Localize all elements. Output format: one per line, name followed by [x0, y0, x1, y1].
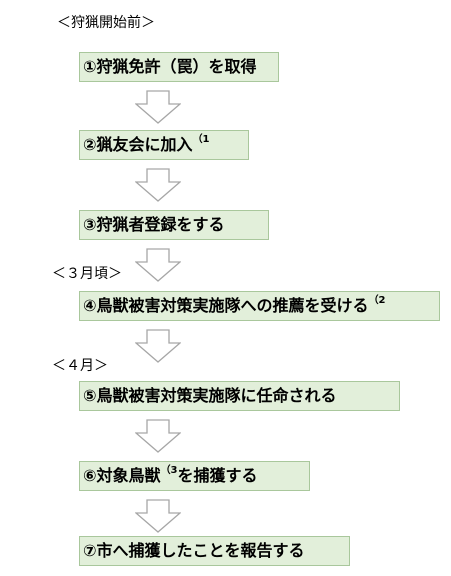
- step-6-text-after: を捕獲する: [177, 466, 258, 485]
- step-3-box: ③狩猟者登録をする: [79, 210, 269, 240]
- down-arrow-4: [135, 329, 181, 363]
- down-arrow-2: [135, 168, 181, 202]
- step-5-box: ⑤鳥獣被害対策実施隊に任命される: [79, 381, 400, 411]
- step-1-box: ①狩猟免許（罠）を取得: [79, 52, 279, 82]
- step-4-footnote: （2: [368, 294, 386, 306]
- step-5-text: ⑤鳥獣被害対策実施隊に任命される: [83, 386, 337, 405]
- down-arrow-3: [135, 248, 181, 282]
- step-2-footnote: （1: [192, 133, 210, 145]
- step-2-text: ②猟友会に加入: [83, 135, 193, 154]
- step-6-footnote: （3: [160, 464, 178, 476]
- step-4-text: ④鳥獣被害対策実施隊への推薦を受ける: [83, 296, 369, 315]
- label-april: ＜４月＞: [52, 358, 108, 374]
- down-arrow-1: [135, 90, 181, 124]
- down-arrow-5: [135, 419, 181, 453]
- step-2-box: ②猟友会に加入（1: [79, 130, 249, 160]
- label-before-start: ＜狩猟開始前＞: [57, 15, 155, 31]
- step-6-box: ⑥対象鳥獣（3を捕獲する: [79, 461, 310, 491]
- step-4-box: ④鳥獣被害対策実施隊への推薦を受ける（2: [79, 291, 440, 321]
- step-7-box: ⑦市へ捕獲したことを報告する: [79, 536, 350, 566]
- step-6-text: ⑥対象鳥獣: [83, 466, 161, 485]
- step-1-text: ①狩猟免許（罠）を取得: [83, 57, 257, 76]
- label-march: ＜３月頃＞: [52, 266, 122, 282]
- step-7-text: ⑦市へ捕獲したことを報告する: [83, 541, 305, 560]
- down-arrow-6: [135, 499, 181, 533]
- step-3-text: ③狩猟者登録をする: [83, 215, 225, 234]
